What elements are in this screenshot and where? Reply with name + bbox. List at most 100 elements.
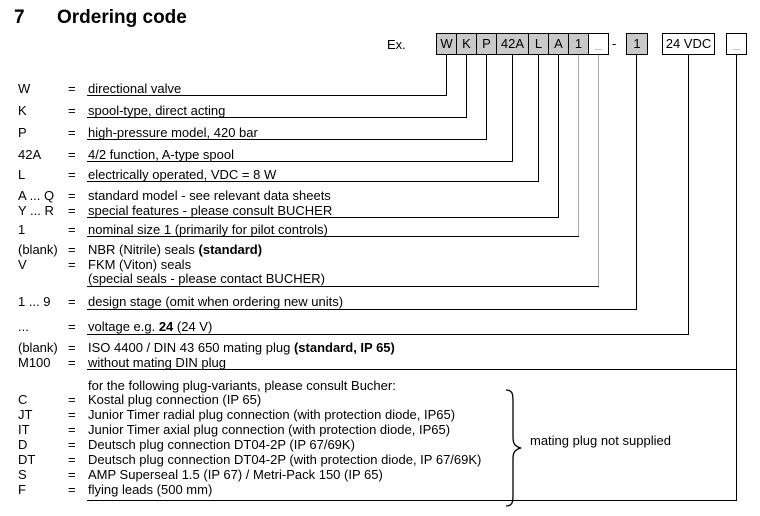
underline-seals — [87, 286, 599, 287]
legend-row-42a: 42A = 4/2 function, A-type spool — [0, 147, 760, 162]
connector-line-p — [486, 55, 487, 140]
connector-line-42a — [512, 55, 513, 162]
row-code: 1 — [18, 222, 26, 237]
row-code: W — [18, 81, 31, 96]
equals-sign: = — [68, 81, 76, 96]
equals-sign: = — [68, 103, 76, 118]
underline-design-stage — [87, 309, 637, 310]
equals-sign: = — [68, 407, 76, 422]
equals-sign: = — [68, 467, 76, 482]
row-code: L — [18, 167, 26, 182]
equals-sign: = — [68, 422, 76, 437]
underline-w — [87, 95, 447, 96]
legend-row-s: S = AMP Superseal 1.5 (IP 67) / Metri-Pa… — [0, 467, 760, 482]
legend-row-design-stage: 1 ... 9 = design stage (omit when orderi… — [0, 294, 760, 309]
legend-row-iso-plug: (blank) = ISO 4400 / DIN 43 650 mating p… — [0, 340, 760, 355]
code-box-42a: 42A — [496, 33, 529, 55]
row-code: V — [18, 257, 27, 272]
row-description: Kostal plug connection (IP 65) — [88, 392, 262, 407]
equals-sign: = — [68, 188, 76, 203]
row-description: (special seals - please contact BUCHER) — [88, 271, 325, 286]
row-code: M100 — [18, 355, 51, 370]
code-box-l: L — [528, 33, 549, 55]
row-description: ISO 4400 / DIN 43 650 mating plug (stand… — [88, 340, 395, 355]
legend-row-it: IT = Junior Timer axial plug connection … — [0, 422, 760, 437]
code-box-seals-blank: _ — [588, 33, 609, 55]
code-box-p: P — [476, 33, 497, 55]
row-description: directional valve — [88, 81, 182, 96]
equals-sign: = — [68, 125, 76, 140]
underline-size — [87, 236, 579, 237]
legend-row-m100: M100 = without mating DIN plug — [0, 355, 760, 370]
row-code: DT — [18, 452, 36, 467]
equals-sign: = — [68, 392, 76, 407]
row-description: voltage e.g. 24 (24 V) — [88, 319, 213, 334]
row-description: FKM (Viton) seals — [88, 257, 192, 272]
legend-row-special-seals: (special seals - please contact BUCHER) — [0, 271, 760, 286]
row-description: special features - please consult BUCHER — [88, 203, 333, 218]
equals-sign: = — [68, 482, 76, 497]
underline-plug-variants — [87, 500, 737, 501]
code-box-plug-blank: _ — [726, 33, 747, 55]
connector-line-size — [578, 55, 579, 237]
legend-row-k: K = spool-type, direct acting — [0, 103, 760, 118]
row-description: NBR (Nitrile) seals (standard) — [88, 242, 263, 257]
code-box-design-stage: 1 — [626, 33, 648, 55]
row-code: F — [18, 482, 26, 497]
row-code: D — [18, 437, 28, 452]
row-code: P — [18, 125, 27, 140]
row-code: A ... Q — [18, 188, 55, 203]
legend-row-size: 1 = nominal size 1 (primarily for pilot … — [0, 222, 760, 237]
row-code: C — [18, 392, 28, 407]
row-description: Deutsch plug connection DT04-2P (with pr… — [88, 452, 482, 467]
row-code: ... — [18, 319, 29, 334]
connector-line-k — [466, 55, 467, 118]
equals-sign: = — [68, 355, 76, 370]
row-code: K — [18, 103, 27, 118]
connector-line-l — [538, 55, 539, 182]
row-description: spool-type, direct acting — [88, 103, 226, 118]
legend-row-dt: DT = Deutsch plug connection DT04-2P (wi… — [0, 452, 760, 467]
example-label: Ex. — [387, 37, 406, 52]
legend-row-l: L = electrically operated, VDC = 8 W — [0, 167, 760, 182]
legend-row-kostal: C = Kostal plug connection (IP 65) — [0, 392, 760, 407]
connector-line-seals — [598, 55, 599, 287]
row-code: S — [18, 467, 27, 482]
underline-aq-yr — [87, 217, 559, 218]
equals-sign: = — [68, 242, 76, 257]
row-description: standard model - see relevant data sheet… — [88, 188, 331, 203]
connector-line-design-stage — [636, 55, 637, 310]
legend-row-p: P = high-pressure model, 420 bar — [0, 125, 760, 140]
equals-sign: = — [68, 452, 76, 467]
row-code: (blank) — [18, 242, 58, 257]
code-box-w: W — [436, 33, 457, 55]
row-code: 42A — [18, 147, 42, 162]
equals-sign: = — [68, 319, 76, 334]
row-description: Junior Timer radial plug connection (wit… — [88, 407, 456, 422]
group-brace — [505, 389, 522, 507]
underline-voltage — [87, 334, 689, 335]
brace-note: mating plug not supplied — [530, 433, 671, 448]
legend-row-f: F = flying leads (500 mm) — [0, 482, 760, 497]
equals-sign: = — [68, 294, 76, 309]
connector-line-a — [558, 55, 559, 218]
row-code: Y ... R — [18, 203, 54, 218]
row-code: JT — [18, 407, 33, 422]
row-code: (blank) — [18, 340, 58, 355]
code-box-size: 1 — [568, 33, 589, 55]
row-code: IT — [18, 422, 30, 437]
row-description: nominal size 1 (primarily for pilot cont… — [88, 222, 328, 237]
equals-sign: = — [68, 340, 76, 355]
row-description: Junior Timer axial plug connection (with… — [88, 422, 451, 437]
legend-row-nbr-seals: (blank) = NBR (Nitrile) seals (standard) — [0, 242, 760, 257]
legend-row-yr: Y ... R = special features - please cons… — [0, 203, 760, 218]
equals-sign: = — [68, 167, 76, 182]
row-description: Deutsch plug connection DT04-2P (IP 67/6… — [88, 437, 355, 452]
legend-row-fkm-seals: V = FKM (Viton) seals — [0, 257, 760, 272]
code-separator-dash: - — [612, 36, 617, 51]
row-description: design stage (omit when ordering new uni… — [88, 294, 344, 309]
code-box-voltage: 24 VDC — [662, 33, 715, 55]
equals-sign: = — [68, 437, 76, 452]
row-description: without mating DIN plug — [88, 355, 227, 370]
underline-42a — [87, 161, 513, 162]
